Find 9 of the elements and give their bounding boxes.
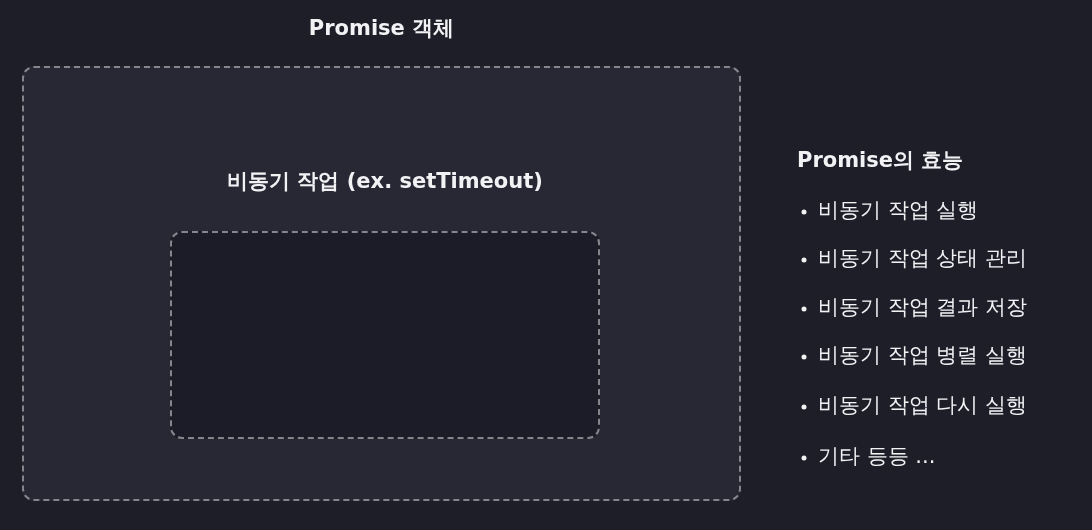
list-item: 비동기 작업 상태 관리 <box>818 245 1028 272</box>
box-heading: 비동기 작업 (ex. setTimeout) <box>226 168 544 195</box>
list-item: 비동기 작업 병렬 실행 <box>818 342 1028 369</box>
list-heading: Promise의 효능 <box>797 147 964 174</box>
list-item: 비동기 작업 실행 <box>818 197 979 224</box>
box-heading: Promise 객체 <box>307 15 456 42</box>
list-item: 기타 등등 ... <box>818 443 936 470</box>
list-item: 비동기 작업 결과 저장 <box>818 294 1028 321</box>
list-item: 비동기 작업 다시 실행 <box>818 392 1028 419</box>
